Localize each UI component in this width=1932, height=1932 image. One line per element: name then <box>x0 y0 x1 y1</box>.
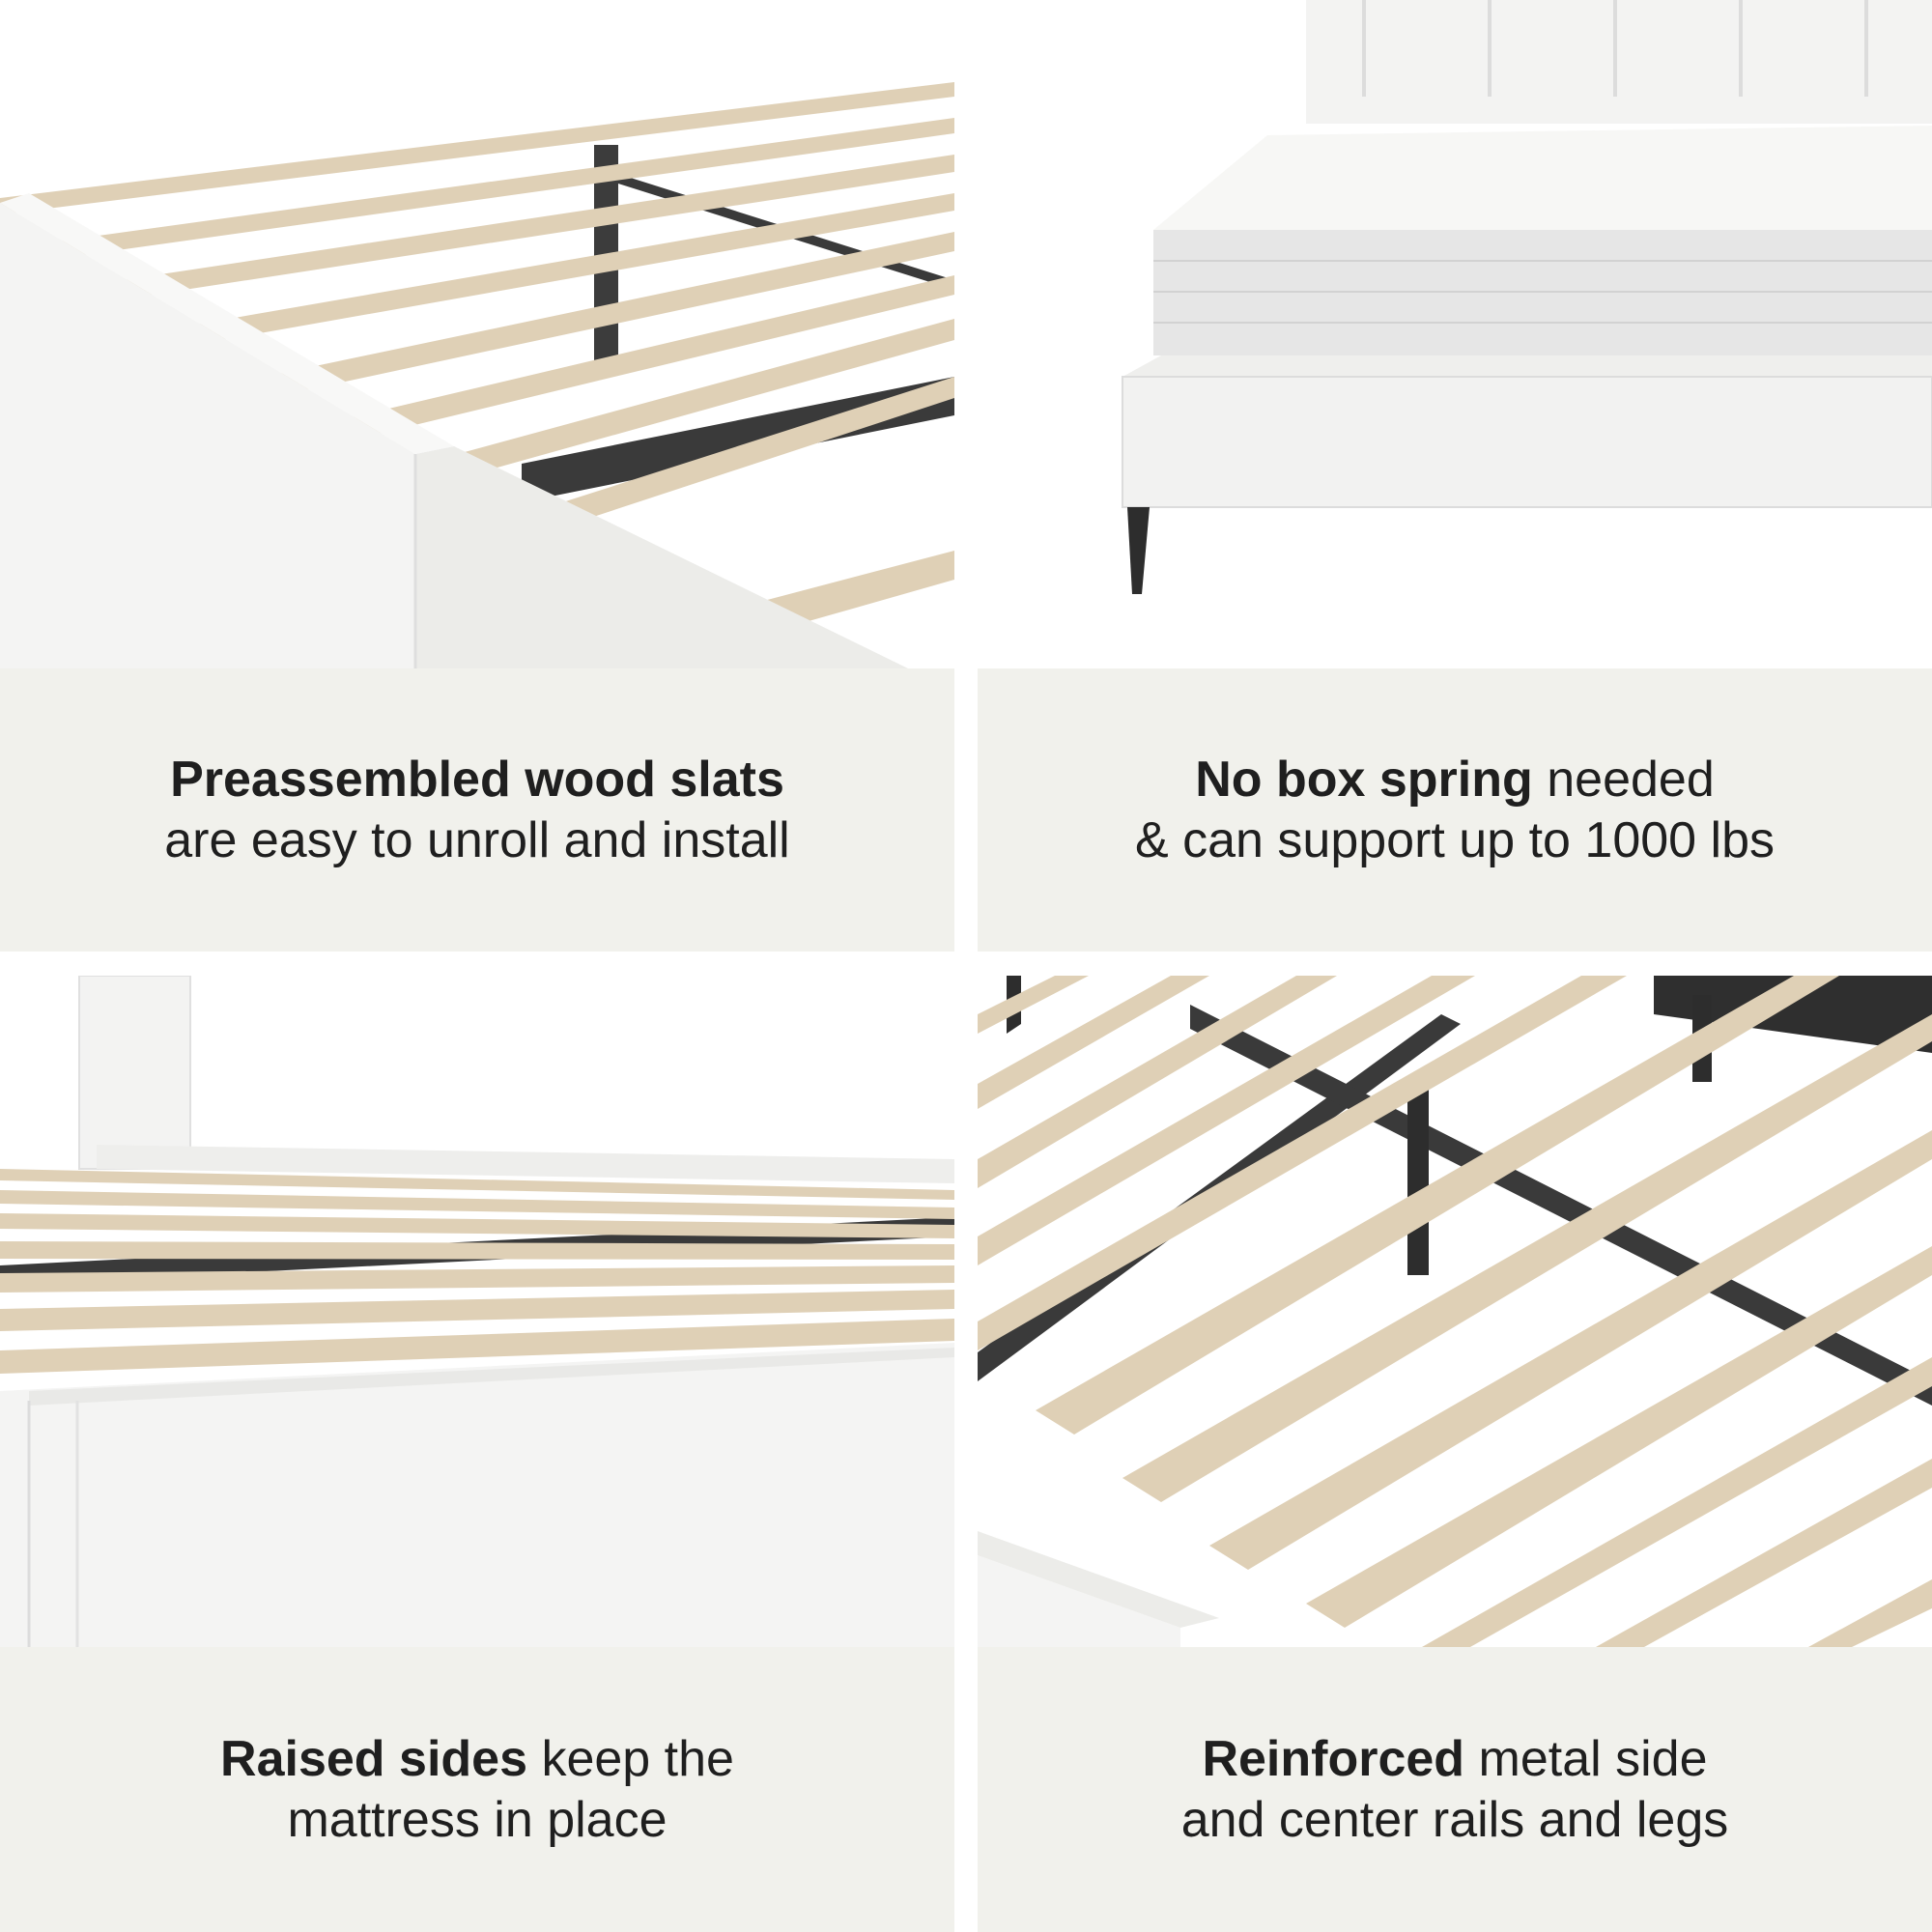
caption-line2: and center rails and legs <box>1180 1791 1729 1848</box>
caption-rest: needed <box>1532 751 1715 808</box>
caption-text: Reinforced metal side and center rails a… <box>1181 1729 1729 1851</box>
caption-raised-sides: Raised sides keep the mattress in place <box>0 1647 954 1932</box>
caption-rest: keep the <box>527 1730 734 1787</box>
caption-preassembled-slats: Preassembled wood slats are easy to unro… <box>0 668 954 952</box>
bed-with-mattress-image <box>978 0 1932 668</box>
caption-text: Raised sides keep the mattress in place <box>220 1729 734 1851</box>
caption-line2: & can support up to 1000 lbs <box>1134 811 1775 868</box>
caption-bold: Preassembled wood slats <box>170 751 784 808</box>
caption-line2: mattress in place <box>287 1791 668 1848</box>
slats-closeup-image <box>0 0 954 668</box>
caption-no-box-spring: No box spring needed & can support up to… <box>978 668 1932 952</box>
raised-sides-illustration <box>0 976 954 1647</box>
caption-text: No box spring needed & can support up to… <box>1135 750 1775 871</box>
slats-closeup-illustration <box>0 0 954 668</box>
caption-bold: Raised sides <box>220 1730 527 1787</box>
caption-reinforced-rails: Reinforced metal side and center rails a… <box>978 1647 1932 1932</box>
caption-rest: are easy to unroll and install <box>164 811 790 868</box>
metal-rails-illustration <box>978 976 1932 1647</box>
metal-rails-image <box>978 976 1932 1647</box>
caption-rest: metal side <box>1464 1730 1708 1787</box>
bed-mattress-illustration <box>978 0 1932 668</box>
caption-bold: Reinforced <box>1202 1730 1465 1787</box>
caption-bold: No box spring <box>1195 751 1533 808</box>
raised-sides-image <box>0 976 954 1647</box>
caption-text: Preassembled wood slats are easy to unro… <box>164 750 790 871</box>
